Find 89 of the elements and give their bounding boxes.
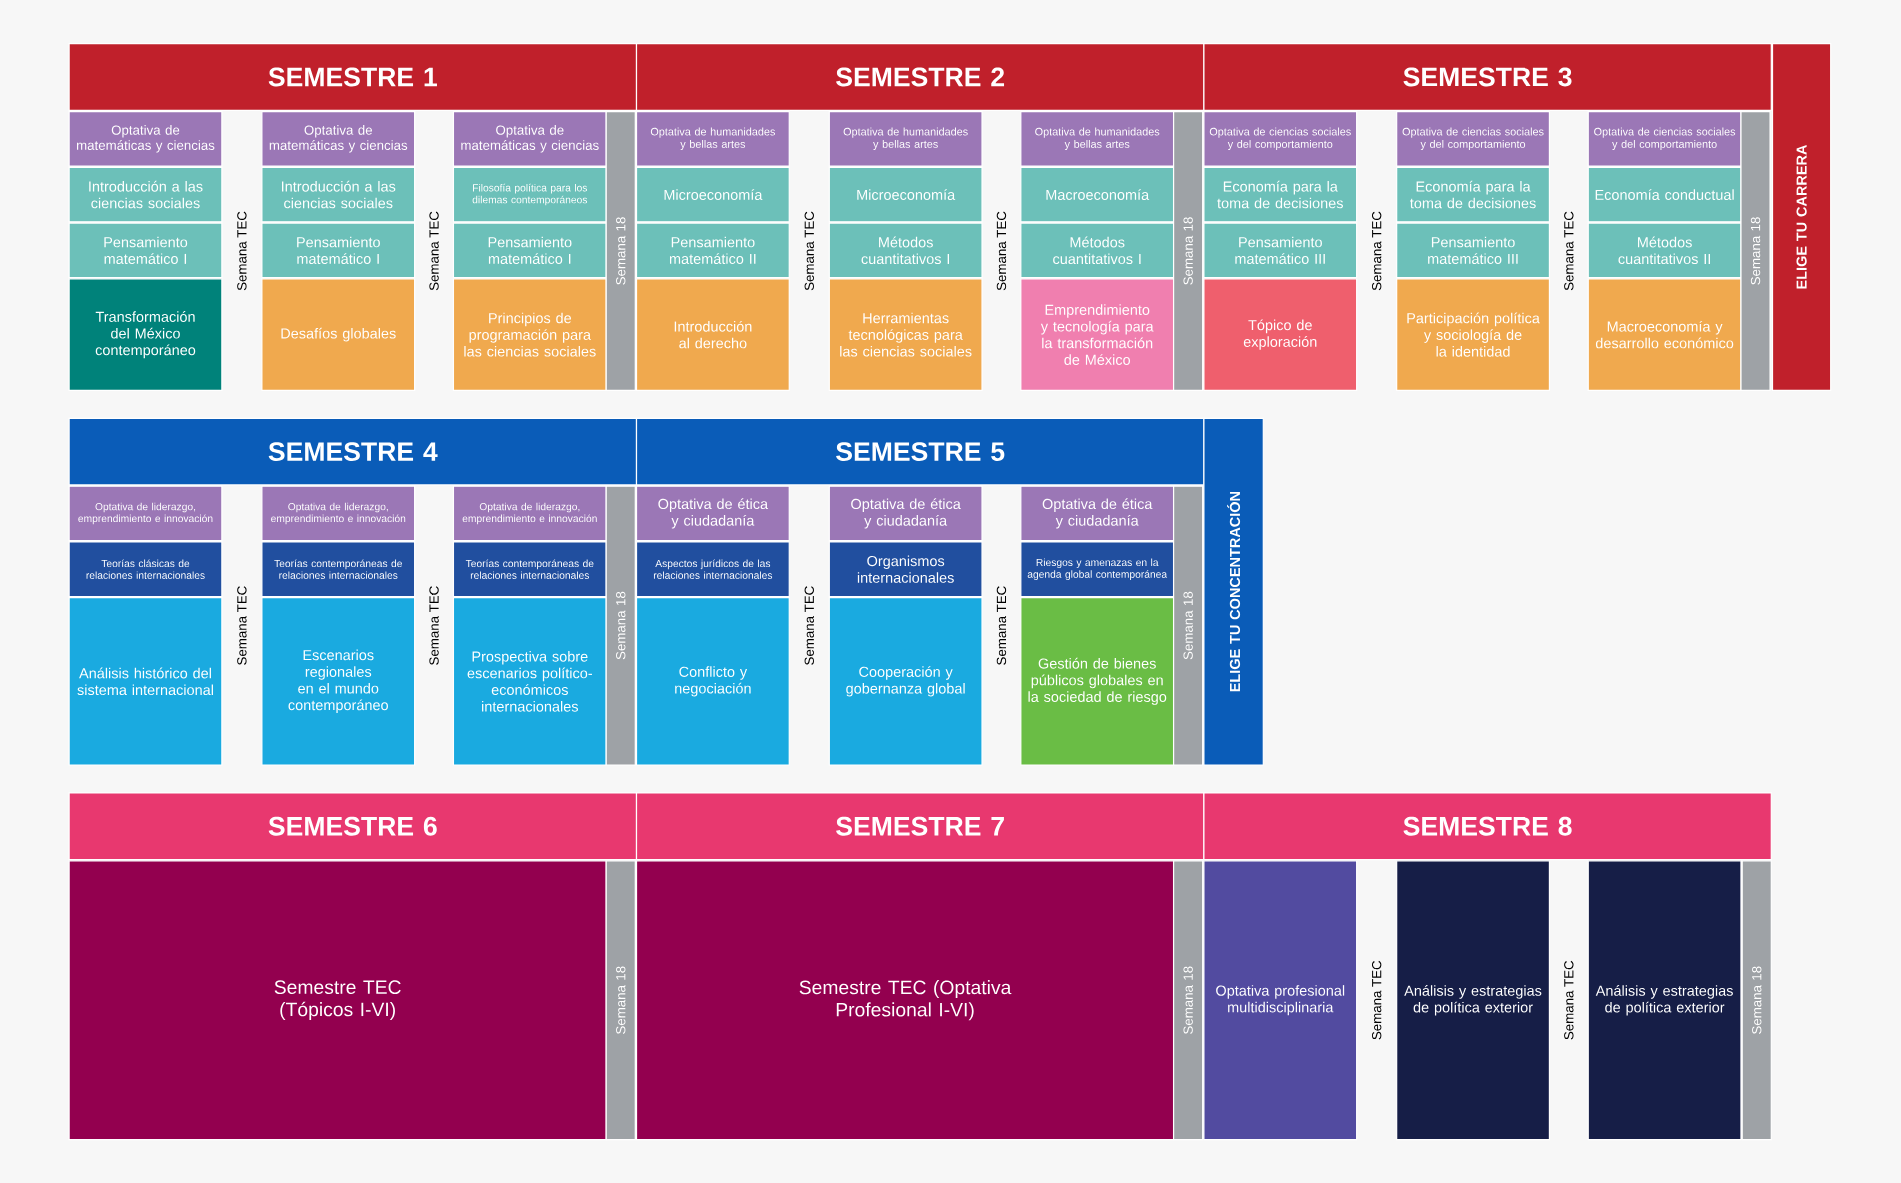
course-box: Optativa de ciencias sociales y del comportamiento (1396, 110, 1551, 167)
week-label: Semana TEC (996, 586, 1007, 665)
week-bar: Semana 18 (605, 485, 636, 766)
course-box: Transformación del México contemporáneo (68, 278, 223, 391)
week-bar: Semana 18 (1173, 860, 1204, 1141)
week-bar: Semana 18 (1741, 860, 1772, 1141)
course-box: Pensamiento matemático II (635, 222, 790, 279)
course-box: Métodos cuantitativos I (1020, 222, 1175, 279)
course-box: Conflicto y negociación (635, 596, 790, 766)
week-label: Semana TEC (1371, 211, 1382, 291)
week-bar: Semana 18 (1740, 110, 1771, 391)
course-box: Introducción a las ciencias sociales (261, 166, 416, 223)
course-box: Macroeconomía (1020, 166, 1175, 223)
course-box: Teorías clásicas de relaciones internacionales (68, 541, 223, 597)
course-box: Teorías contemporáneas de relaciones internacionales (452, 541, 607, 597)
course-box: Análisis y estrategias de política exterior (1587, 860, 1742, 1141)
course-box: Optativa de ética y ciudadanía (635, 485, 790, 542)
course-box: Optativa de liderazgo, emprendimiento e innovación (261, 485, 416, 542)
course-box: Herramientas tecnológicas para las ciencias sociales (828, 278, 983, 391)
semester-header: SEMESTRE 4 (68, 417, 638, 486)
semester-header: SEMESTRE 5 (635, 417, 1205, 486)
semester-header: SEMESTRE 6 (68, 792, 638, 861)
course-box: Economía para la toma de decisiones (1396, 166, 1551, 223)
course-box: Análisis y estrategias de política exterior (1396, 860, 1551, 1141)
semester-header: SEMESTRE 1 (68, 42, 638, 111)
course-box: Pensamiento matemático I (68, 222, 223, 279)
course-box: Optativa profesional multidisciplinaria (1203, 860, 1358, 1141)
course-box: Aspectos jurídicos de las relaciones internacionales (635, 541, 790, 597)
course-box: Métodos cuantitativos I (828, 222, 983, 279)
week-bar: Semana 18 (605, 860, 636, 1141)
course-box: Análisis histórico del sistema internacional (68, 596, 223, 766)
course-box: Riesgos y amenazas en la agenda global contemporánea (1020, 541, 1175, 597)
course-box: Teorías contemporáneas de relaciones internacionales (261, 541, 416, 597)
course-box: Pensamiento matemático I (261, 222, 416, 279)
course-box: Optativa de matemáticas y ciencias (452, 110, 607, 167)
week-label: Semana TEC (429, 211, 439, 291)
course-box: Pensamiento matemático III (1396, 222, 1551, 279)
course-box: Emprendimiento y tecnología para la transformación de México (1020, 278, 1175, 391)
week-label: Semana TEC (1564, 211, 1574, 291)
course-box: Principios de programación para las ciencias sociales (452, 278, 607, 391)
semester-header: SEMESTRE 7 (635, 792, 1205, 861)
week-label: Semana TEC (804, 211, 814, 291)
course-box: Prospectiva sobre escenarios político-económicos internacionales (452, 596, 607, 766)
course-box: Introducción a las ciencias sociales (68, 166, 223, 223)
week-label: Semana TEC (1371, 960, 1382, 1040)
course-box: Filosofía política para los dilemas contemporáneos (452, 166, 607, 223)
course-box: Tópico de exploración (1203, 278, 1358, 391)
semester-header: SEMESTRE 8 (1203, 792, 1772, 861)
week-label: Semana TEC (804, 586, 814, 665)
course-box: Semestre TEC (Optativa Profesional I-VI) (635, 860, 1175, 1141)
week-label: Semana TEC (237, 211, 247, 291)
course-box: Optativa de ética y ciudadanía (828, 485, 983, 542)
course-box: Optativa de ciencias sociales y del comportamiento (1587, 110, 1742, 167)
week-label: Semana TEC (237, 586, 247, 665)
course-box: Optativa de liderazgo, emprendimiento e innovación (452, 485, 607, 542)
week-bar: Semana 18 (605, 110, 636, 391)
course-box: Macroeconomía y desarrollo económico (1587, 278, 1742, 391)
course-box: Optativa de humanidades y bellas artes (635, 110, 790, 167)
course-box: Optativa de matemáticas y ciencias (261, 110, 416, 167)
week-bar: Semana 18 (1173, 110, 1204, 391)
week-bar: Semana 18 (1173, 485, 1204, 766)
course-box: Pensamiento matemático III (1203, 222, 1358, 279)
course-box: Economía para la toma de decisiones (1203, 166, 1358, 223)
course-box: Participación política y sociología de la identidad (1396, 278, 1551, 391)
course-box: Organismos internacionales (828, 541, 983, 597)
course-box: Gestión de bienes públicos globales en la sociedad de riesgo (1020, 596, 1175, 766)
semester-header: SEMESTRE 2 (635, 42, 1205, 111)
course-box: Optativa de humanidades y bellas artes (1020, 110, 1175, 167)
course-box: Métodos cuantitativos II (1587, 222, 1742, 279)
course-box: Optativa de ciencias sociales y del comportamiento (1203, 110, 1358, 167)
course-box: Introducción al derecho (635, 278, 790, 391)
course-box: Semestre TEC (Tópicos I-VI) (68, 860, 607, 1141)
week-label: Semana TEC (1564, 960, 1574, 1040)
course-box: Optativa de humanidades y bellas artes (828, 110, 983, 167)
course-box: Escenarios regionales en el mundo contemporáneo (261, 596, 416, 766)
course-box: Optativa de liderazgo, emprendimiento e innovación (68, 485, 223, 542)
course-box: Optativa de ética y ciudadanía (1020, 485, 1175, 542)
course-box: Pensamiento matemático I (452, 222, 607, 279)
course-box: Economía conductual (1587, 166, 1742, 223)
semester-header: SEMESTRE 3 (1203, 42, 1772, 111)
course-box: Optativa de matemáticas y ciencias (68, 110, 223, 167)
vertical-banner: ELIGE TU CONCENTRACIÓN (1203, 417, 1264, 766)
course-box: Microeconomía (828, 166, 983, 223)
course-box: Cooperación y gobernanza global (828, 596, 983, 766)
vertical-banner: ELIGE TU CARRERA (1771, 42, 1832, 391)
week-label: Semana TEC (429, 586, 439, 665)
week-label: Semana TEC (996, 211, 1007, 291)
course-box: Microeconomía (635, 166, 790, 223)
course-box: Desafíos globales (261, 278, 416, 391)
